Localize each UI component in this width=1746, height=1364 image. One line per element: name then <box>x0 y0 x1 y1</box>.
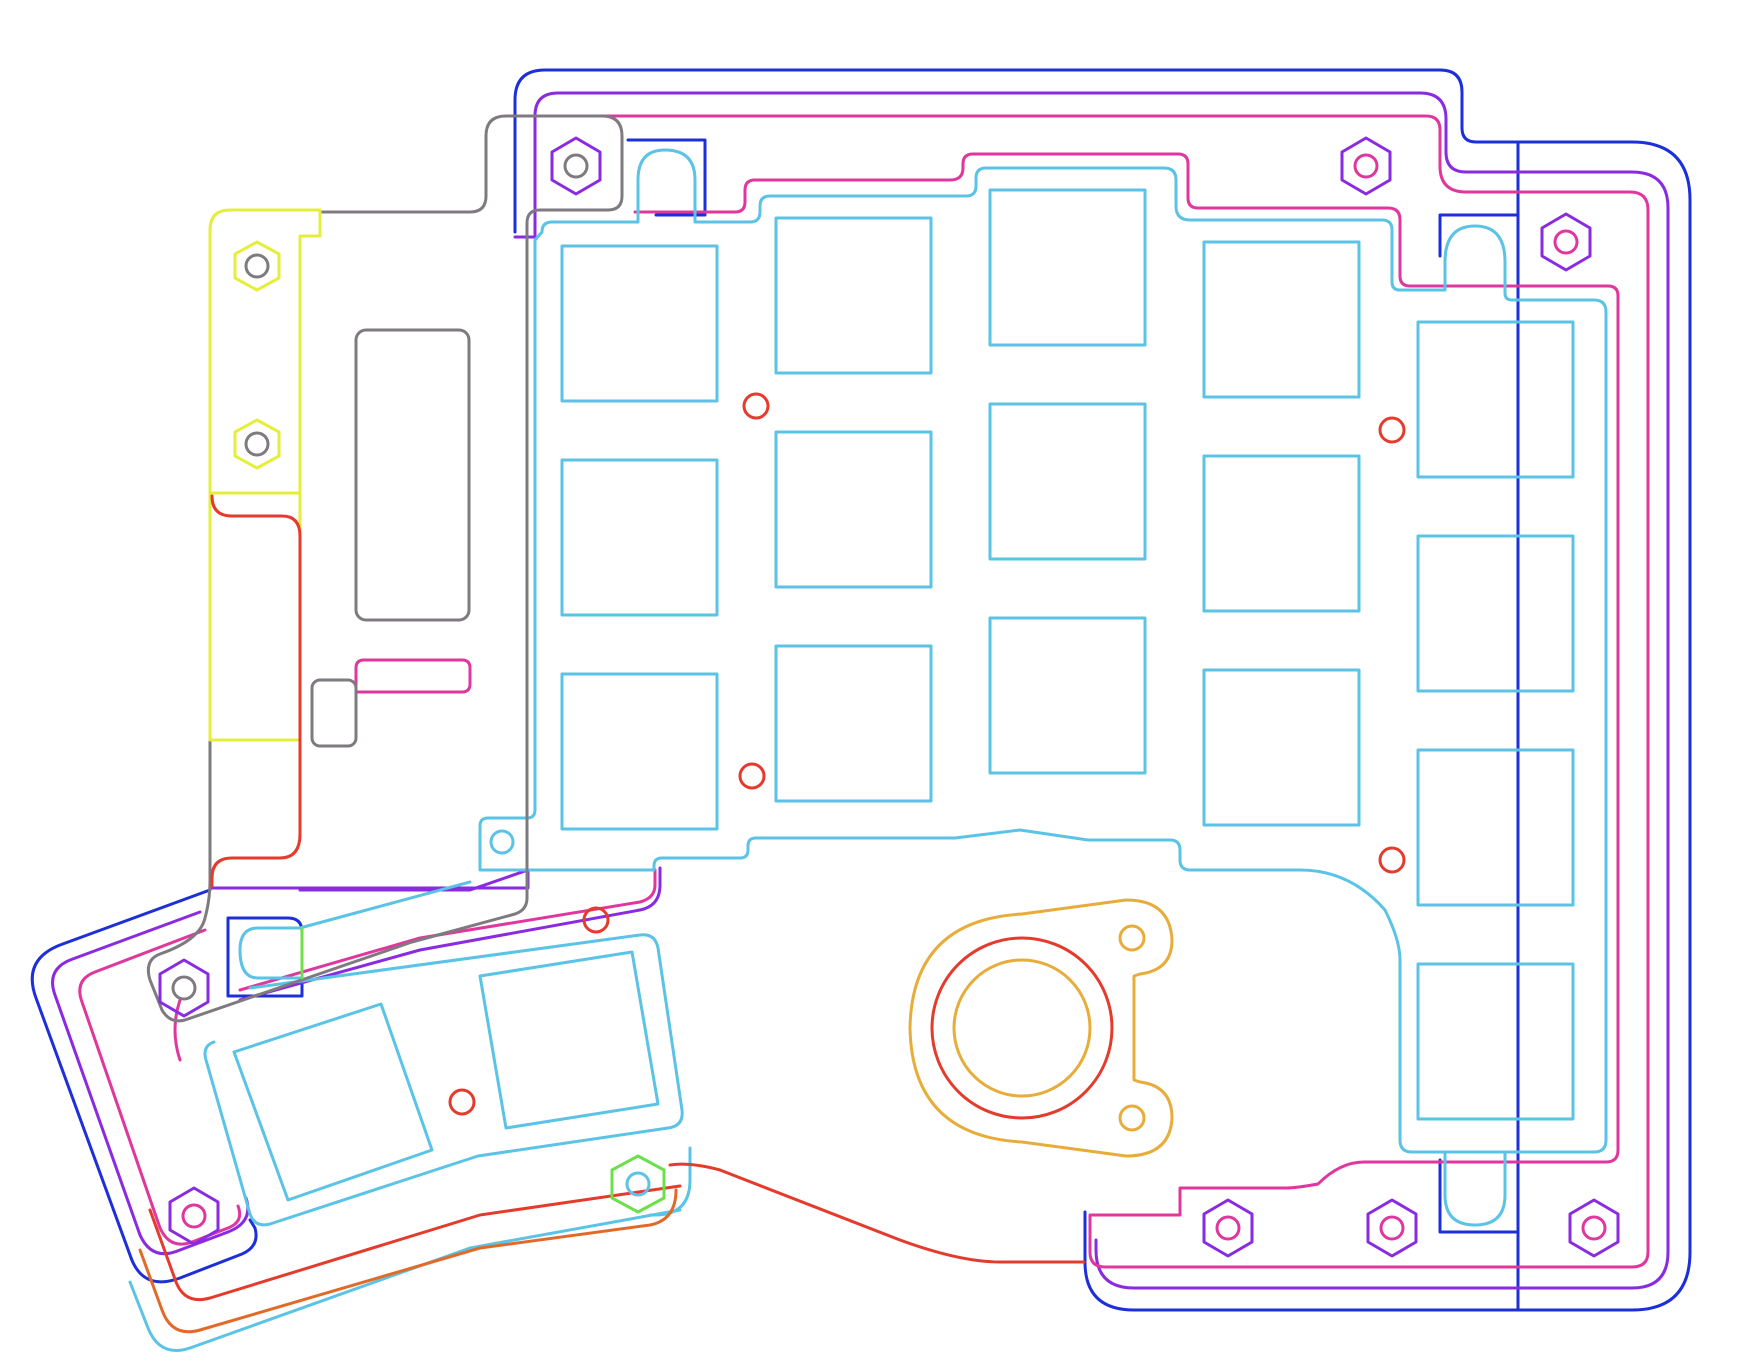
circle-hole-icon <box>1378 416 1406 444</box>
circle-hole-icon <box>1118 1104 1146 1132</box>
hexagon-nut-icon <box>1568 1198 1620 1258</box>
hexagon-nut-icon <box>233 240 281 292</box>
outer-case-outline <box>30 68 1692 1312</box>
hexagon-nut-icon <box>158 958 210 1018</box>
accent-green-outline <box>300 926 666 1214</box>
standoff-hexes <box>158 136 1620 1258</box>
standoff-holes <box>171 153 1607 1241</box>
hexagon-nut-icon <box>1540 212 1592 272</box>
hexagon-nut-icon <box>1202 1198 1254 1258</box>
controller-plate-outline <box>146 114 624 1023</box>
encoder-mount-outline <box>908 898 1174 1158</box>
hexagon-nut-icon <box>610 1154 666 1214</box>
bottom-cable-outline <box>148 392 1406 1302</box>
circle-hole-icon <box>742 392 770 420</box>
circle-hole-icon <box>1118 924 1146 952</box>
battery-cover-outline <box>208 208 322 742</box>
circle-hole-icon <box>1378 846 1406 874</box>
hexagon-nut-icon <box>550 136 602 196</box>
inner-case-outline <box>78 114 1650 1269</box>
hexagon-nut-icon <box>1340 136 1392 196</box>
switch-plate-outline <box>128 148 1608 1352</box>
circle-hole-icon <box>738 762 766 790</box>
circle-hole-icon <box>582 906 610 934</box>
hexagon-nut-icon <box>168 1186 220 1246</box>
hexagon-nut-icon <box>233 418 281 470</box>
hexagon-nut-icon <box>1366 1198 1418 1258</box>
circle-hole-icon <box>448 1088 476 1116</box>
encoder-ring <box>930 936 1114 1120</box>
bottom-edge-outline <box>138 1188 678 1334</box>
